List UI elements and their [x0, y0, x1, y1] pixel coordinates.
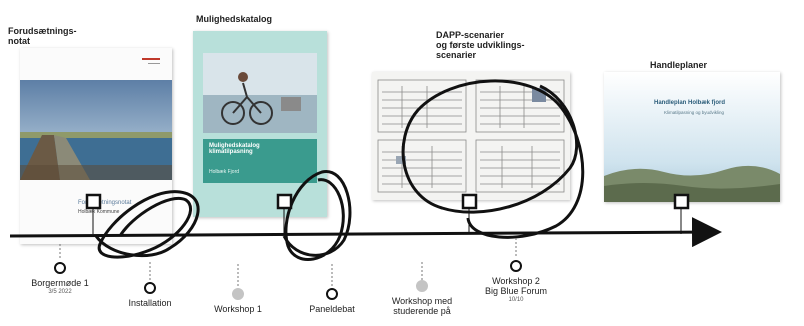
milestone-square-muligheds	[276, 193, 293, 210]
event-label-workshop1: Workshop 1	[214, 304, 262, 314]
milestone-square-forudsaetning	[85, 193, 102, 210]
milestone-square-dapp	[461, 193, 478, 210]
doc-title-muligheds: Mulighedskatalog	[196, 14, 273, 24]
event-label-workshop2: Workshop 2 Big Blue Forum	[484, 276, 548, 296]
doc-cover-muligheds: Mulighedskatalog klimatilpasning Holbæk …	[193, 31, 327, 217]
scenario-pathway-charts	[377, 79, 565, 193]
event-label-paneldebat: Paneldebat	[309, 304, 355, 314]
doc-title-forudsaetning: Forudsætnings- notat	[8, 26, 77, 46]
coastal-photo	[604, 72, 780, 202]
iteration-loop-3	[401, 79, 585, 239]
logo-text	[148, 63, 160, 64]
milestone-square-handleplaner	[673, 193, 690, 210]
event-label-installation: Installation	[128, 298, 172, 308]
doc-cover-subtitle: Holbæk Fjord	[209, 169, 240, 175]
event-marker-borgermoede	[54, 262, 66, 274]
event-marker-workshop-studerende	[416, 280, 428, 292]
event-marker-paneldebat	[326, 288, 338, 300]
logo-mark	[142, 58, 160, 60]
title-band	[203, 139, 317, 183]
milestone-connectors	[92, 208, 682, 234]
event-date-workshop2: 10/10	[508, 297, 524, 303]
timeline-arrow	[9, 217, 722, 248]
doc-cover-subtitle: Klimatilpasning og byudvikling	[664, 110, 725, 115]
event-label-borgermoede: Borgermøde 1	[31, 278, 89, 288]
event-marker-workshop1	[232, 288, 244, 300]
cyclist-photo	[203, 53, 317, 133]
event-date-borgermoede: 3/5 2022	[48, 289, 72, 295]
doc-cover-title: Mulighedskatalog klimatilpasning	[209, 143, 260, 155]
iteration-loop-1	[94, 190, 200, 259]
doc-title-dapp: DAPP-scenarier og første udviklings- sce…	[436, 30, 525, 60]
iteration-loop-2	[282, 170, 352, 261]
doc-title-handleplaner: Handleplaner	[650, 60, 708, 70]
doc-cover-subtitle: Holbæk Kommune	[78, 209, 120, 215]
event-label-workshop-studerende: Workshop med studerende på	[391, 296, 453, 316]
doc-cover-title: Handleplan Holbæk fjord	[654, 100, 726, 106]
doc-cover-forudsaetning: Forudsætningsnotat Holbæk Kommune	[20, 48, 172, 244]
event-marker-installation	[144, 282, 156, 294]
landscape-photo	[20, 80, 172, 180]
event-ticks	[59, 238, 517, 286]
event-marker-workshop2	[510, 260, 522, 272]
doc-cover-title: Forudsætningsnotat	[78, 200, 132, 206]
doc-cover-handleplaner: Handleplan Holbæk fjord Klimatilpasning …	[604, 72, 780, 202]
